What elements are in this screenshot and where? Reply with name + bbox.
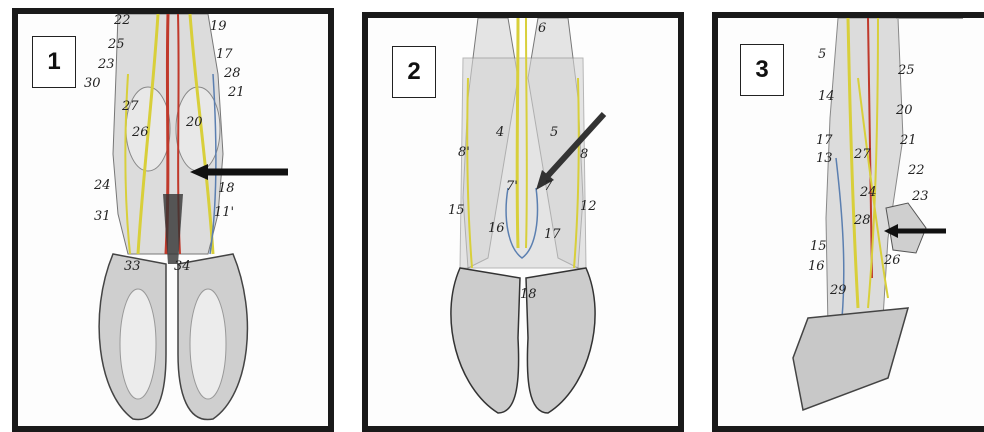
- diagram-panel-2: 6 4 5 8' 8 7' 7 15 12 16 17 18 2: [362, 12, 684, 432]
- label: 22: [113, 14, 131, 28]
- label: 16: [488, 221, 505, 236]
- label: 26: [131, 125, 149, 140]
- label: 16: [808, 259, 825, 274]
- label: 17: [216, 47, 233, 62]
- label: 13: [816, 151, 833, 166]
- label: 20: [185, 115, 203, 130]
- label: 23: [911, 189, 929, 204]
- label: 28: [223, 66, 241, 81]
- label: 4: [495, 125, 504, 140]
- label: 33: [124, 259, 141, 274]
- arrow-pointer-icon: [190, 164, 288, 180]
- panel-number: 1: [32, 36, 76, 88]
- diagram-panel-1: 22 19 25 17 23 28 30 21 27 20 26 24 18 3…: [12, 8, 334, 432]
- label: 11': [214, 205, 234, 220]
- label: 27: [121, 99, 139, 114]
- label: 30: [84, 76, 101, 91]
- label: 28: [853, 213, 871, 228]
- label: 29: [829, 283, 847, 298]
- label: 15: [810, 239, 827, 254]
- label: 6: [538, 21, 546, 36]
- label: 8: [580, 147, 588, 162]
- label: 18: [218, 181, 235, 196]
- label: 34: [174, 259, 191, 274]
- label: 17: [816, 133, 833, 148]
- label: 23: [97, 57, 115, 72]
- label: 20: [895, 103, 913, 118]
- panel-number: 3: [740, 44, 784, 96]
- diagram-panel-3: 5 25 14 20 17 21 13 27 22 24 23 28 15 26…: [712, 12, 984, 432]
- label: 19: [210, 19, 227, 34]
- label: 12: [580, 199, 597, 214]
- label: 5: [550, 125, 558, 140]
- label: 26: [883, 253, 901, 268]
- label: 15: [448, 203, 465, 218]
- label: 21: [227, 85, 245, 100]
- label: 25: [897, 63, 915, 78]
- label: 22: [907, 163, 925, 178]
- label: 25: [107, 37, 125, 52]
- label: 31: [94, 209, 111, 224]
- label: 17: [544, 227, 561, 242]
- label: 14: [818, 89, 835, 104]
- panel-number: 2: [392, 46, 436, 98]
- label: 8': [458, 145, 470, 160]
- label: 24: [859, 185, 877, 200]
- label: 21: [899, 133, 917, 148]
- label: 7: [544, 179, 553, 194]
- label: 18: [520, 287, 537, 302]
- label: 27: [853, 147, 871, 162]
- label: 24: [93, 178, 111, 193]
- label: 5: [818, 47, 826, 62]
- label: 7': [506, 179, 518, 194]
